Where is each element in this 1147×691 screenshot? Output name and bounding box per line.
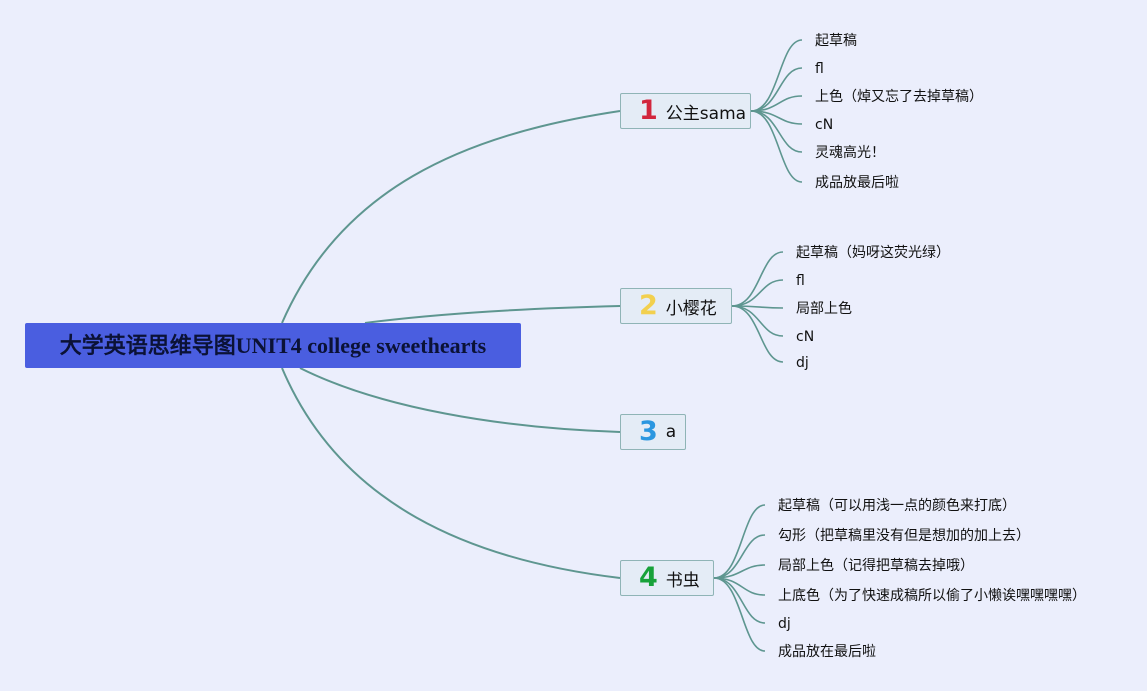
connector-line <box>281 110 621 324</box>
subtopic[interactable]: cN <box>815 117 834 133</box>
number-1-icon: 1 <box>639 95 658 126</box>
subtopic[interactable]: dj <box>796 355 809 371</box>
subtopic[interactable]: fl <box>796 273 805 289</box>
branch-topic-4[interactable]: 4 书虫 <box>620 560 714 596</box>
subtopic[interactable]: cN <box>796 329 815 345</box>
subtopic[interactable]: 起草稿（妈呀这荧光绿） <box>796 245 950 261</box>
connector-line <box>750 110 803 183</box>
branch-label: 小樱花 <box>665 298 717 319</box>
subtopic[interactable]: 成品放最后啦 <box>815 175 899 191</box>
number-4-icon: 4 <box>639 562 658 593</box>
subtopic[interactable]: 勾形（把草稿里没有但是想加的加上去） <box>778 528 1030 544</box>
connector-line <box>731 251 784 307</box>
subtopic[interactable]: 局部上色（记得把草稿去掉哦） <box>778 558 974 574</box>
number-2-icon: 2 <box>639 290 658 321</box>
subtopic[interactable]: 上色（焯又忘了去掉草稿） <box>815 89 983 105</box>
connector-line <box>299 367 621 433</box>
connector-line <box>281 367 621 579</box>
connector-line <box>731 279 784 307</box>
subtopic[interactable]: fl <box>815 61 824 77</box>
branch-topic-3[interactable]: 3 a <box>620 414 686 450</box>
branch-label: a <box>665 422 677 442</box>
number-3-icon: 3 <box>639 416 658 447</box>
branch-topic-2[interactable]: 2 小樱花 <box>620 288 732 324</box>
connector-line <box>713 534 766 579</box>
branch-topic-1[interactable]: 1 公主sama <box>620 93 751 129</box>
subtopic[interactable]: dj <box>778 616 791 632</box>
central-topic[interactable]: 大学英语思维导图UNIT4 college sweethearts <box>25 323 521 368</box>
subtopic[interactable]: 起草稿 <box>815 33 857 49</box>
subtopic[interactable]: 成品放在最后啦 <box>778 644 876 660</box>
subtopic[interactable]: 起草稿（可以用浅一点的颜色来打底） <box>778 498 1016 514</box>
connector-line <box>364 305 621 324</box>
connector-line <box>731 305 784 363</box>
connector-line <box>750 39 803 112</box>
subtopic[interactable]: 灵魂高光！ <box>815 145 885 161</box>
branch-label: 公主sama <box>665 103 747 124</box>
branch-label: 书虫 <box>665 570 700 591</box>
subtopic[interactable]: 上底色（为了快速成稿所以偷了小懒诶嘿嘿嘿嘿） <box>778 588 1086 604</box>
connector-line <box>713 504 766 579</box>
subtopic[interactable]: 局部上色 <box>796 301 852 317</box>
connector-line <box>713 577 766 652</box>
